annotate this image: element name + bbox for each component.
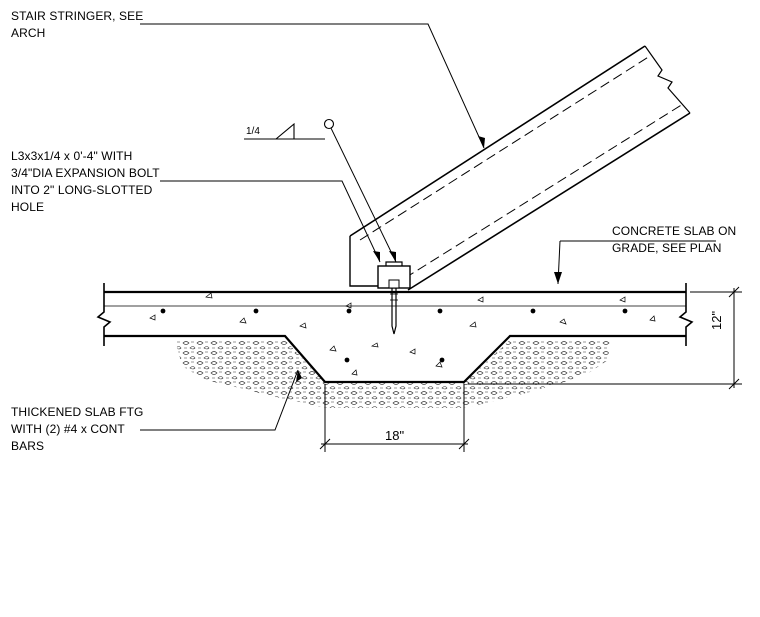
weld-symbol: [244, 118, 335, 140]
stair-stringer: [349, 45, 691, 291]
gravel-base: [175, 340, 610, 408]
width-dimension: [319, 384, 470, 452]
leader-arrowheads: [296, 136, 562, 382]
leader-lines: [140, 23, 716, 431]
width-label: 18": [385, 428, 405, 443]
depth-dimension: [468, 286, 742, 390]
depth-label: 12": [709, 310, 724, 330]
rebar: [160, 308, 628, 363]
angle-bolt-note: L3x3x1/4 x 0'-4" WITH 3/4"DIA EXPANSION …: [11, 149, 160, 214]
left-break-line: [96, 283, 112, 346]
concrete-aggregate: [149, 292, 656, 376]
right-break-line: [678, 283, 694, 346]
slab-footing-outline: [104, 290, 686, 384]
weld-size-label: 1/4: [246, 126, 260, 137]
slab-note: CONCRETE SLAB ON GRADE, SEE PLAN: [612, 224, 737, 255]
angle-and-bolt: [377, 261, 411, 335]
footing-note: THICKENED SLAB FTG WITH (2) #4 x CONT BA…: [11, 405, 144, 453]
stringer-note: STAIR STRINGER, SEE ARCH: [11, 9, 144, 40]
